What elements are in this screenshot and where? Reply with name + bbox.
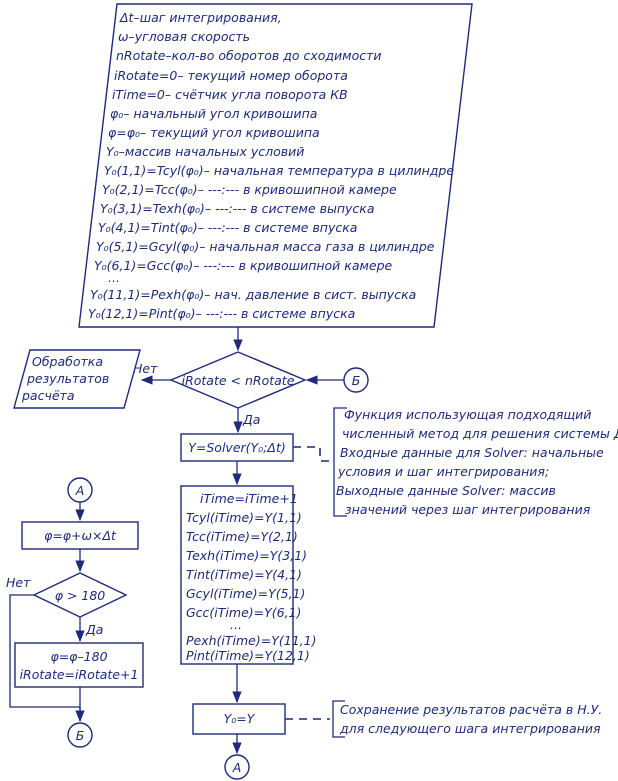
save-block bbox=[192, 703, 286, 735]
decision-phi-no-label: Нет bbox=[6, 575, 31, 590]
solver-note-bracket bbox=[333, 407, 347, 517]
assign-line: Tcc(iTime)=Y(2,1) bbox=[186, 529, 298, 544]
phi-increment-label: φ=φ+ω×Δt bbox=[44, 528, 117, 543]
phi-increment-block bbox=[21, 521, 139, 550]
connector-b-bottom-label: Б bbox=[76, 728, 85, 743]
solver-note-line: Входные данные для Solver: начальные bbox=[340, 445, 604, 460]
solver-block bbox=[180, 433, 294, 462]
init-line: nRotate–кол-во оборотов до сходимости bbox=[116, 48, 382, 63]
init-line: φ₀– начальный угол кривошипа bbox=[110, 106, 317, 121]
save-note-bracket bbox=[332, 700, 345, 738]
connector-b-right-label: Б bbox=[352, 373, 361, 388]
init-line: Y₀(1,1)=Tcyl(φ₀)– начальная температура … bbox=[104, 163, 454, 178]
solver-note-line: Функция использующая подходящий bbox=[344, 407, 591, 422]
init-line: Y₀(12,1)=Pint(φ₀)– ---:--- в системе впу… bbox=[88, 306, 355, 321]
solver-note-text: Функция использующая подходящий численны… bbox=[336, 407, 618, 517]
init-line: ω–угловая скорость bbox=[118, 29, 250, 44]
assign-line: Texh(iTime)=Y(3,1) bbox=[186, 548, 307, 563]
solver-note-line: условия и шаг интегрирования; bbox=[337, 464, 549, 479]
reset-line: φ=φ–180 bbox=[50, 649, 107, 664]
init-line: iRotate=0– текущий номер оборота bbox=[114, 68, 348, 83]
assign-line: Pexh(iTime)=Y(11,1) bbox=[186, 633, 316, 648]
decision-main-no-label: Нет bbox=[133, 361, 158, 376]
solver-note-line: численный метод для решения системы ДУ; bbox=[342, 426, 618, 441]
init-line: Y₀(6,1)=Gcc(φ₀)– ---:--- в кривошипной к… bbox=[94, 258, 393, 273]
reset-block bbox=[14, 642, 144, 688]
solver-note-line: Выходные данные Solver: массив bbox=[336, 483, 556, 498]
init-line: Δt–шаг интегрирования, bbox=[119, 10, 282, 25]
init-line: Y₀(11,1)=Pexh(φ₀)– нач. давление в сист.… bbox=[90, 287, 416, 302]
save-note-line: для следующего шага интегрирования bbox=[339, 721, 601, 736]
assign-block bbox=[180, 485, 294, 665]
save-label: Y₀=Y bbox=[224, 711, 256, 726]
assign-line: Pint(iTime)=Y(12,1) bbox=[186, 648, 310, 663]
decision-main-yes-label: Да bbox=[242, 412, 260, 427]
solver-note-leader bbox=[293, 446, 332, 462]
assign-text: iTime=iTime+1 Tcyl(iTime)=Y(1,1) Tcc(iTi… bbox=[186, 491, 316, 663]
assign-line: Tcyl(iTime)=Y(1,1) bbox=[186, 510, 302, 525]
results-line: результатов bbox=[26, 371, 109, 386]
solver-label: Y=Solver(Y₀;Δt) bbox=[188, 440, 285, 455]
assign-line: Gcc(iTime)=Y(6,1) bbox=[186, 605, 301, 620]
decision-phi-label: φ > 180 bbox=[55, 588, 106, 603]
init-line: Y₀(3,1)=Texh(φ₀)– ---:--- в системе выпу… bbox=[100, 201, 375, 216]
init-data-block bbox=[78, 3, 473, 328]
init-line: ... bbox=[108, 270, 120, 285]
solver-note-line: значений через шаг интегрирования bbox=[345, 502, 591, 517]
save-note-line: Сохранение результатов расчёта в Н.У. bbox=[340, 702, 602, 717]
assign-line: iTime=iTime+1 bbox=[200, 491, 298, 506]
results-line: расчёта bbox=[21, 388, 74, 403]
connector-b-bottom bbox=[67, 722, 93, 748]
init-line: φ=φ₀– текущий угол кривошипа bbox=[108, 125, 320, 140]
init-line: Y₀(4,1)=Tint(φ₀)– ---:--- в системе впус… bbox=[98, 220, 357, 235]
connector-a-left-label: А bbox=[75, 483, 85, 498]
init-line: Y₀(5,1)=Gcyl(φ₀)– начальная масса газа в… bbox=[96, 239, 435, 254]
connector-a-bottom-label: А bbox=[232, 760, 242, 775]
init-data-text: Δt–шаг интегрирования, ω–угловая скорост… bbox=[88, 10, 454, 321]
assign-line: Tint(iTime)=Y(4,1) bbox=[186, 567, 302, 582]
connector-a-bottom bbox=[224, 754, 250, 780]
assign-line: Gcyl(iTime)=Y(5,1) bbox=[186, 586, 305, 601]
init-line: Y₀–массив начальных условий bbox=[106, 144, 304, 159]
decision-phi-yes-label: Да bbox=[85, 622, 103, 637]
reset-line: iRotate=iRotate+1 bbox=[20, 667, 139, 682]
init-line: Y₀(2,1)=Tcc(φ₀)– ---:--- в кривошипной к… bbox=[102, 182, 397, 197]
init-line: iTime=0– счётчик угла поворота КВ bbox=[112, 87, 348, 102]
decision-main-label: iRotate < nRotate bbox=[182, 373, 295, 388]
results-line: Обработка bbox=[32, 354, 103, 369]
results-block bbox=[13, 349, 141, 409]
assign-line: ... bbox=[230, 617, 242, 632]
